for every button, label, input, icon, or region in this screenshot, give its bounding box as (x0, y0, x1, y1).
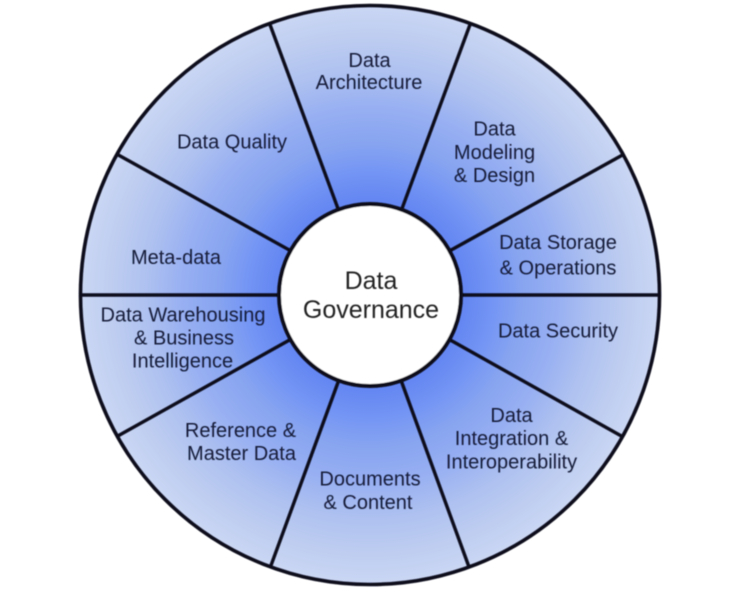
svg-text:Data: Data (348, 50, 391, 72)
svg-text:Data Quality: Data Quality (177, 132, 287, 154)
svg-text:Data: Data (490, 405, 533, 427)
svg-text:Architecture: Architecture (316, 72, 423, 94)
svg-text:& Design: & Design (454, 165, 535, 187)
svg-text:& Operations: & Operations (500, 258, 617, 280)
svg-text:Data: Data (473, 119, 516, 141)
svg-text:& Content: & Content (324, 492, 413, 514)
svg-text:Interoperability: Interoperability (446, 452, 577, 474)
svg-text:Reference &: Reference & (185, 420, 297, 442)
svg-text:Integration &: Integration & (455, 428, 569, 450)
svg-text:Governance: Governance (303, 296, 439, 324)
svg-text:Modeling: Modeling (454, 142, 535, 164)
svg-text:Master Data: Master Data (187, 443, 297, 465)
svg-text:Data: Data (345, 267, 398, 295)
svg-text:Intelligence: Intelligence (132, 351, 233, 373)
svg-text:Documents: Documents (319, 469, 420, 491)
svg-text:Data Warehousing: Data Warehousing (101, 305, 266, 327)
svg-text:& Business: & Business (134, 328, 234, 350)
svg-text:Data Security: Data Security (498, 321, 618, 343)
svg-text:Data Storage: Data Storage (499, 232, 617, 254)
svg-text:Meta-data: Meta-data (131, 247, 222, 269)
